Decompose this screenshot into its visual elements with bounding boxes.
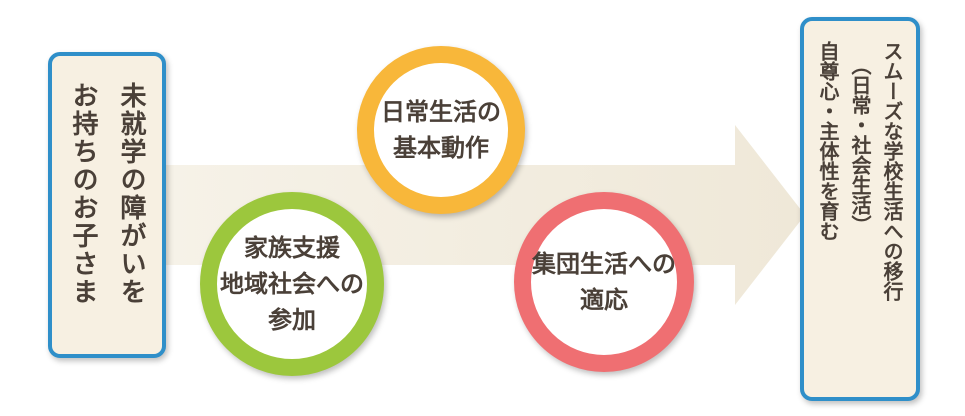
circle-group-life-line-1: 集団生活への [532, 250, 676, 278]
right-box-goals: スムーズな学校生活への移行 （日常・社会生活） 自尊心・主体性を育む [800, 17, 920, 401]
right-box-column-2: （日常・社会生活） [848, 55, 872, 235]
left-box-column-1: 未就学の障がいを [116, 82, 146, 306]
left-box-children: 未就学の障がいを お持ちのお子さま [48, 52, 166, 358]
right-box-column-3: 自尊心・主体性を育む [816, 41, 840, 241]
circle-basic-actions: 日常生活の 基本動作 [357, 46, 525, 214]
left-box-column-2: お持ちのお子さま [68, 82, 98, 306]
circle-basic-actions-line-1: 日常生活の [381, 98, 501, 126]
circle-family-support-line-1: 家族支援 [244, 234, 340, 262]
circle-family-support-line-2: 地域社会への [220, 270, 364, 298]
circle-family-support-line-3: 参加 [268, 306, 316, 334]
circle-family-support: 家族支援 地域社会への 参加 [200, 192, 384, 376]
circle-group-life: 集団生活への 適応 [514, 192, 694, 372]
circle-group-life-line-2: 適応 [580, 286, 628, 314]
circle-basic-actions-line-2: 基本動作 [393, 134, 489, 162]
right-box-column-1: スムーズな学校生活への移行 [880, 41, 904, 301]
